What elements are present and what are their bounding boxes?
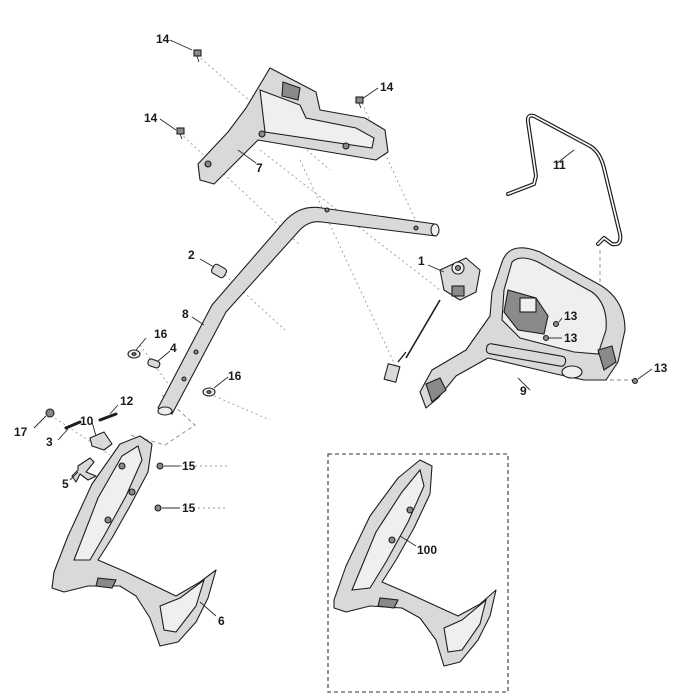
part-11-wire-bail bbox=[506, 113, 623, 247]
part-3-pin bbox=[64, 420, 82, 430]
callout-15-a: 15 bbox=[182, 459, 196, 473]
part-4-sleeve bbox=[147, 358, 161, 369]
part-13-screw-c bbox=[631, 377, 639, 385]
callout-100: 100 bbox=[417, 543, 437, 557]
part-13-screw-a bbox=[552, 320, 560, 328]
part-13-screw-b bbox=[542, 334, 550, 342]
part-10-lever bbox=[89, 431, 113, 451]
inset-box bbox=[327, 453, 509, 693]
callout-6: 6 bbox=[218, 614, 225, 628]
callout-9: 9 bbox=[520, 384, 527, 398]
callout-17: 17 bbox=[14, 425, 28, 439]
callout-3: 3 bbox=[46, 435, 53, 449]
part-16-washer-a bbox=[127, 349, 141, 359]
part-9-handle-assembly bbox=[419, 247, 626, 409]
callout-5: 5 bbox=[62, 477, 69, 491]
part-100-frame-variant bbox=[333, 459, 497, 667]
callout-11: 11 bbox=[553, 158, 566, 172]
callout-10: 10 bbox=[80, 414, 94, 428]
part-16-washer-b bbox=[202, 387, 216, 397]
callout-14-left: 14 bbox=[144, 111, 158, 125]
part-5-knob bbox=[71, 457, 97, 483]
callout-12: 12 bbox=[120, 394, 134, 408]
callout-labels: 14 14 14 7 2 11 1 8 16 4 16 13 13 13 9 1… bbox=[14, 32, 668, 628]
part-6-lower-frame bbox=[51, 435, 217, 647]
callout-14-top: 14 bbox=[156, 32, 170, 46]
part-12-pin bbox=[98, 412, 118, 422]
part-14-screw-b bbox=[355, 96, 364, 109]
callout-16-left: 16 bbox=[154, 327, 168, 341]
callout-14-right: 14 bbox=[380, 80, 394, 94]
part-17-nut bbox=[45, 408, 55, 418]
callout-13-b: 13 bbox=[564, 331, 578, 345]
callout-13-c: 13 bbox=[654, 361, 668, 375]
part-7-upper-cover bbox=[197, 67, 389, 185]
callout-13-a: 13 bbox=[564, 309, 578, 323]
part-14-screw-a bbox=[193, 49, 202, 63]
callout-4: 4 bbox=[170, 341, 177, 355]
callout-15-b: 15 bbox=[182, 501, 196, 515]
callout-2: 2 bbox=[188, 248, 195, 262]
part-14-screw-c bbox=[176, 127, 185, 140]
part-8-handle-tube bbox=[157, 206, 440, 416]
callout-8: 8 bbox=[182, 307, 189, 321]
part-1-switch-box bbox=[383, 257, 481, 383]
callout-7: 7 bbox=[256, 161, 263, 175]
callout-1: 1 bbox=[418, 254, 425, 268]
part-15-nut-b bbox=[154, 504, 162, 512]
callout-16-right: 16 bbox=[228, 369, 242, 383]
part-2-plug bbox=[210, 263, 228, 279]
leader-lines bbox=[33, 39, 653, 617]
part-15-nut-a bbox=[156, 462, 164, 470]
